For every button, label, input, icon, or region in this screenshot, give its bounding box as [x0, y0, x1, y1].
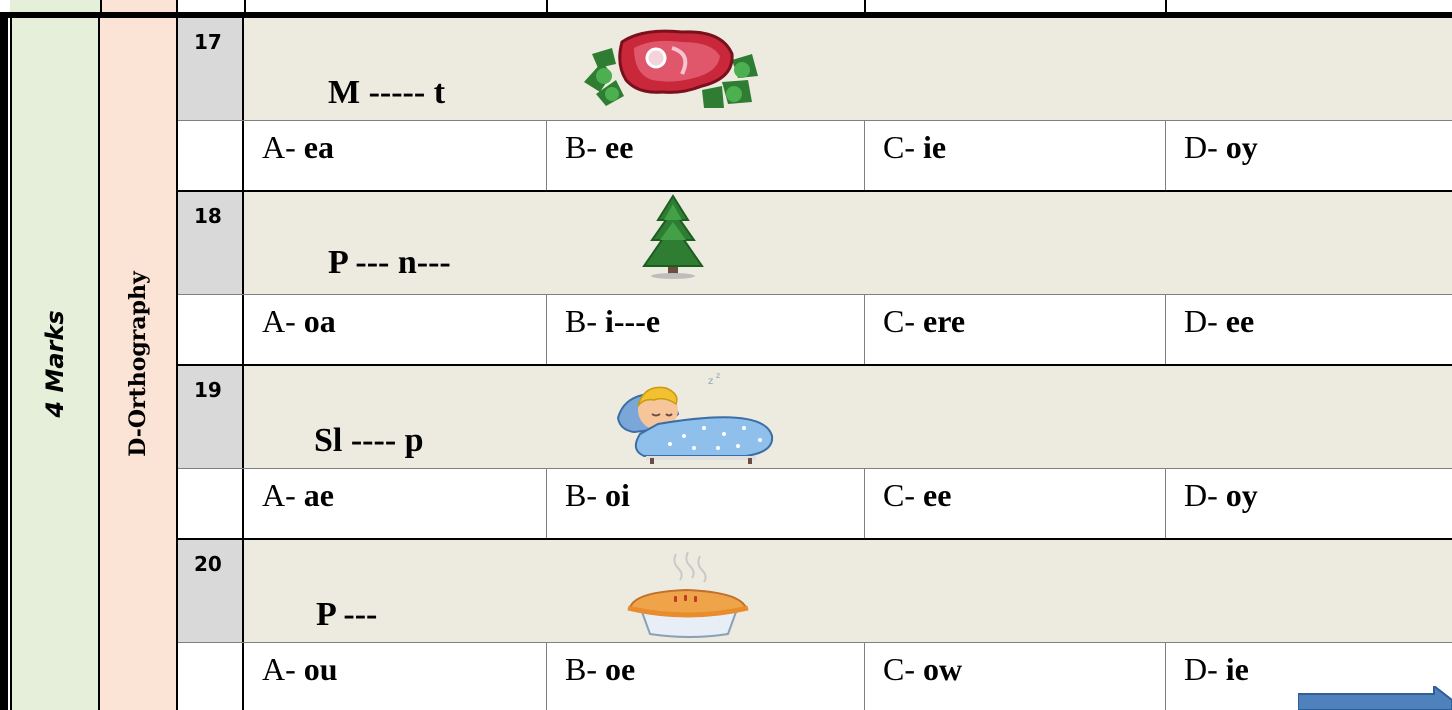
option-letter: B-	[565, 651, 597, 687]
option-b[interactable]: B- oi	[547, 469, 865, 539]
answer-row: A- oa B- i---e C- ere D- ee	[178, 294, 1452, 366]
row-divider	[178, 364, 1452, 366]
question-word: M ----- t	[328, 74, 446, 111]
option-b[interactable]: B- i---e	[547, 295, 865, 365]
option-letter: A-	[262, 477, 296, 513]
marks-label: 4 Marks	[41, 310, 69, 418]
option-b[interactable]: B- ee	[547, 121, 865, 191]
option-answer: ae	[303, 477, 334, 513]
option-letter: B-	[565, 129, 597, 165]
sleeping-child-icon: z z	[616, 371, 774, 464]
option-letter: D-	[1184, 651, 1218, 687]
option-d[interactable]: D- oy	[1166, 469, 1452, 539]
option-c[interactable]: C- ie	[865, 121, 1166, 191]
blank-cell	[178, 121, 244, 191]
option-d[interactable]: D- ie	[1166, 643, 1452, 710]
question-number: 18	[194, 204, 222, 228]
option-answer: ou	[303, 651, 338, 687]
option-answer: ea	[303, 129, 334, 165]
option-answer: oa	[303, 303, 336, 339]
option-answer: oy	[1225, 129, 1258, 165]
question-number: 19	[194, 378, 222, 402]
svg-text:z: z	[708, 376, 713, 387]
option-letter: B-	[565, 477, 597, 513]
option-letter: C-	[883, 651, 915, 687]
question-number: 17	[194, 30, 222, 54]
question-number-cell: 17	[178, 18, 244, 120]
row-divider	[178, 190, 1452, 192]
question-number-cell: 19	[178, 366, 244, 468]
question-row: 18 P --- n---	[178, 192, 1452, 294]
question-row: 17 M ----- t	[178, 18, 1452, 120]
option-letter: C-	[883, 129, 915, 165]
option-answer: ie	[923, 129, 947, 165]
blank-cell	[178, 469, 244, 539]
option-answer: oy	[1225, 477, 1258, 513]
option-letter: C-	[883, 303, 915, 339]
question-row: 20 P ---	[178, 540, 1452, 642]
question-number-cell: 18	[178, 192, 244, 294]
option-answer: ie	[1225, 651, 1249, 687]
option-d[interactable]: D- oy	[1166, 121, 1452, 191]
frame-inner-line	[10, 18, 12, 710]
option-answer: ee	[1225, 303, 1255, 339]
pie-icon	[627, 551, 749, 638]
option-letter: D-	[1184, 303, 1218, 339]
marks-column: 4 Marks	[12, 18, 100, 710]
option-a[interactable]: A- ae	[244, 469, 547, 539]
option-answer: ere	[923, 303, 966, 339]
option-answer: oi	[605, 477, 630, 513]
question-word: P ---	[316, 596, 378, 633]
next-arrow-icon[interactable]	[1298, 686, 1452, 710]
question-word: P --- n---	[328, 244, 451, 281]
option-letter: D-	[1184, 129, 1218, 165]
option-c[interactable]: C- ee	[865, 469, 1166, 539]
meat-icon	[584, 29, 758, 108]
blank-cell	[178, 643, 244, 710]
option-letter: A-	[262, 129, 296, 165]
section-column: D-Orthography	[100, 18, 178, 710]
option-c[interactable]: C- ere	[865, 295, 1166, 365]
option-c[interactable]: C- ow	[865, 643, 1166, 710]
question-number: 20	[194, 552, 222, 576]
option-answer: ow	[923, 651, 963, 687]
blank-cell	[178, 295, 244, 365]
option-a[interactable]: A- ea	[244, 121, 547, 191]
question-word: Sl ---- p	[314, 422, 424, 459]
section-label: D-Orthography	[125, 271, 151, 457]
answer-row: A- ae B- oi C- ee D- oy	[178, 468, 1452, 540]
option-letter: A-	[262, 303, 296, 339]
answer-row: A- ea B- ee C- ie D- oy	[178, 120, 1452, 192]
svg-text:z: z	[716, 371, 720, 380]
previous-table-bottom	[0, 0, 1452, 18]
option-letter: D-	[1184, 477, 1218, 513]
option-a[interactable]: A- ou	[244, 643, 547, 710]
row-divider	[178, 538, 1452, 540]
option-letter: A-	[262, 651, 296, 687]
option-b[interactable]: B- oe	[547, 643, 865, 710]
answer-row: A- ou B- oe C- ow D- ie	[178, 642, 1452, 710]
option-answer: oe	[605, 651, 636, 687]
option-answer: ee	[923, 477, 952, 513]
option-answer: ee	[605, 129, 634, 165]
question-row: 19 Sl ---- p z z	[178, 366, 1452, 468]
option-d[interactable]: D- ee	[1166, 295, 1452, 365]
option-answer: i---e	[605, 303, 661, 339]
option-a[interactable]: A- oa	[244, 295, 547, 365]
question-number-cell: 20	[178, 540, 244, 642]
pine-tree-icon	[642, 194, 704, 279]
option-letter: B-	[565, 303, 597, 339]
option-letter: C-	[883, 477, 915, 513]
